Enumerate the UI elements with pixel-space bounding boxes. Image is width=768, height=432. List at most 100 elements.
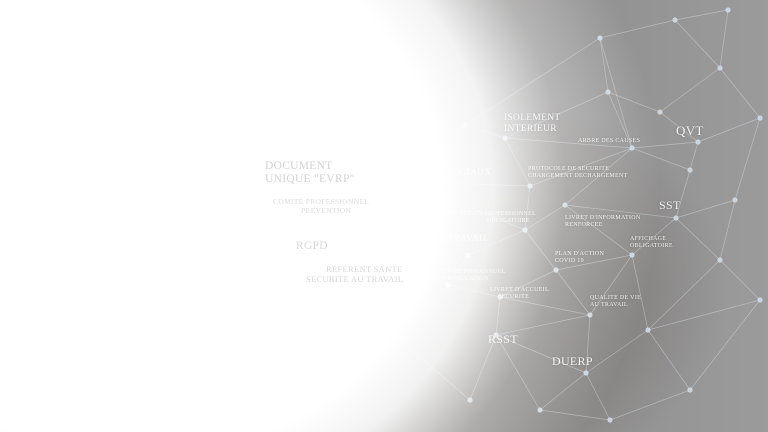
network-edge <box>659 67 721 113</box>
label-entretien-annuel: ENTRETIEN ANNUEL D'EVALUATION <box>442 269 506 283</box>
network-edge <box>719 67 761 119</box>
label-entretien-professionnel: ENTRETIEN PROFESSIONNEL OBLIGATOIRE <box>447 211 536 225</box>
network-edge <box>564 204 633 256</box>
label-referent-sante: REFERENT SANTE SECURITE AU TRAVAIL <box>306 264 404 285</box>
label-rsst: RSST <box>488 332 518 346</box>
label-line: REFERENT SANTE <box>326 264 403 274</box>
network-node <box>562 202 568 208</box>
label-line: RENFORCEE <box>565 221 603 228</box>
network-node <box>673 215 679 221</box>
label-line: COMITE PROFESSIONNEL <box>273 197 370 206</box>
label-line: SECURITE <box>498 293 530 300</box>
label-line: PREVENTION <box>301 205 352 215</box>
label-document-unique: DOCUMENT UNIQUE "EVRP" <box>265 160 355 186</box>
network-edge <box>599 19 676 39</box>
network-node <box>607 417 613 423</box>
network-edge <box>409 181 531 187</box>
network-edge <box>399 284 449 341</box>
network-edge <box>495 296 501 336</box>
label-line: LIVRET D'INFORMATION <box>565 215 641 221</box>
network-edge <box>539 409 611 421</box>
network-node <box>407 179 413 185</box>
network-edge <box>675 217 721 261</box>
network-node <box>462 122 468 128</box>
label-teletravail: TELETRAVAIL <box>423 234 489 244</box>
network-edge <box>399 339 471 401</box>
label-line: RISQUES <box>408 157 450 167</box>
network-node <box>687 387 693 393</box>
network-edge <box>647 299 761 331</box>
network-node <box>725 7 731 13</box>
label-line: AU TRAVAIL <box>590 301 628 308</box>
network-node <box>502 135 508 141</box>
network-edge <box>464 37 601 126</box>
label-rgpd: RGPD <box>296 240 328 252</box>
label-duerp: DUERP <box>552 354 593 368</box>
network-edge <box>647 259 721 331</box>
label-line: ISOLEMENT <box>504 113 561 123</box>
network-node <box>397 337 403 343</box>
network-node <box>717 257 723 263</box>
network-node <box>467 397 473 403</box>
network-node <box>757 115 763 121</box>
label-risques-psychosociaux: RISQUES PSYCHOSOCIAUX <box>408 157 492 179</box>
network-node <box>587 312 593 318</box>
network-node <box>657 109 663 115</box>
label-livret-accueil: LIVRET D'ACCUEIL SECURITE <box>490 287 549 301</box>
label-line: DOCUMENT <box>265 160 333 172</box>
label-line: SECURITE AU TRAVAIL <box>306 273 404 284</box>
network-edge <box>599 37 633 149</box>
network-edge <box>609 389 691 421</box>
network-node <box>695 139 701 145</box>
label-line: UNIQUE "EVRP" <box>265 173 355 186</box>
network-node <box>629 145 635 151</box>
network-edge <box>719 259 761 301</box>
network-node <box>527 183 533 189</box>
label-line: AFFICHAGE <box>630 236 667 242</box>
network-node <box>717 65 723 71</box>
network-node <box>687 167 693 173</box>
network-node <box>757 297 763 303</box>
label-line: ENTRETIEN PROFESSIONNEL <box>447 211 537 217</box>
network-edge <box>647 329 691 391</box>
network-node <box>597 35 603 41</box>
network-node <box>445 282 451 288</box>
network-node <box>672 17 678 23</box>
network-edge <box>697 117 761 143</box>
network-edge <box>631 141 699 149</box>
label-line: LIVRET D'ACCUEIL <box>490 287 549 293</box>
network-edge <box>674 9 729 21</box>
network-node <box>553 267 559 273</box>
label-qvt: QVT <box>676 123 704 138</box>
label-line: COVID 19 <box>555 257 584 264</box>
label-line: ENTRETIEN ANNUEL <box>442 269 506 275</box>
network-node <box>583 370 589 376</box>
network-node <box>645 327 651 333</box>
network-node <box>732 197 738 203</box>
network-edge <box>599 37 609 93</box>
label-protocole-securite: PROTOCOLE DE SECURITE CHARGEMENT DECHARG… <box>528 166 628 180</box>
label-line: CHARGEMENT DECHARGEMENT <box>528 172 628 179</box>
label-sst: SST <box>659 198 681 212</box>
label-comite-professionnel: COMITE PROFESSIONNEL PREVENTION <box>273 197 370 215</box>
network-edge <box>585 372 611 421</box>
network-edge <box>539 372 587 411</box>
label-livret-information: LIVRET D'INFORMATION RENFORCEE <box>565 215 640 229</box>
network-edge <box>524 229 557 271</box>
label-line: OBLIGATOIRE <box>487 217 530 224</box>
label-line: D'EVALUATION <box>442 275 489 282</box>
network-node <box>629 252 635 258</box>
network-edge <box>674 19 721 69</box>
network-edge <box>631 254 649 331</box>
network-edge <box>675 199 736 219</box>
network-edge <box>719 9 729 69</box>
label-line: PROTOCOLE DE SECURITE <box>528 166 610 172</box>
label-qualite-de-vie: QUALITE DE VIE AU TRAVAIL <box>590 295 641 309</box>
network-edge <box>734 117 761 201</box>
label-isolement-interieur: ISOLEMENT INTERIEUR <box>504 113 561 135</box>
label-line: QUALITE DE VIE <box>590 295 642 301</box>
network-edge <box>555 269 591 316</box>
label-arbre-des-causes: ARBRE DES CAUSES <box>578 138 641 144</box>
